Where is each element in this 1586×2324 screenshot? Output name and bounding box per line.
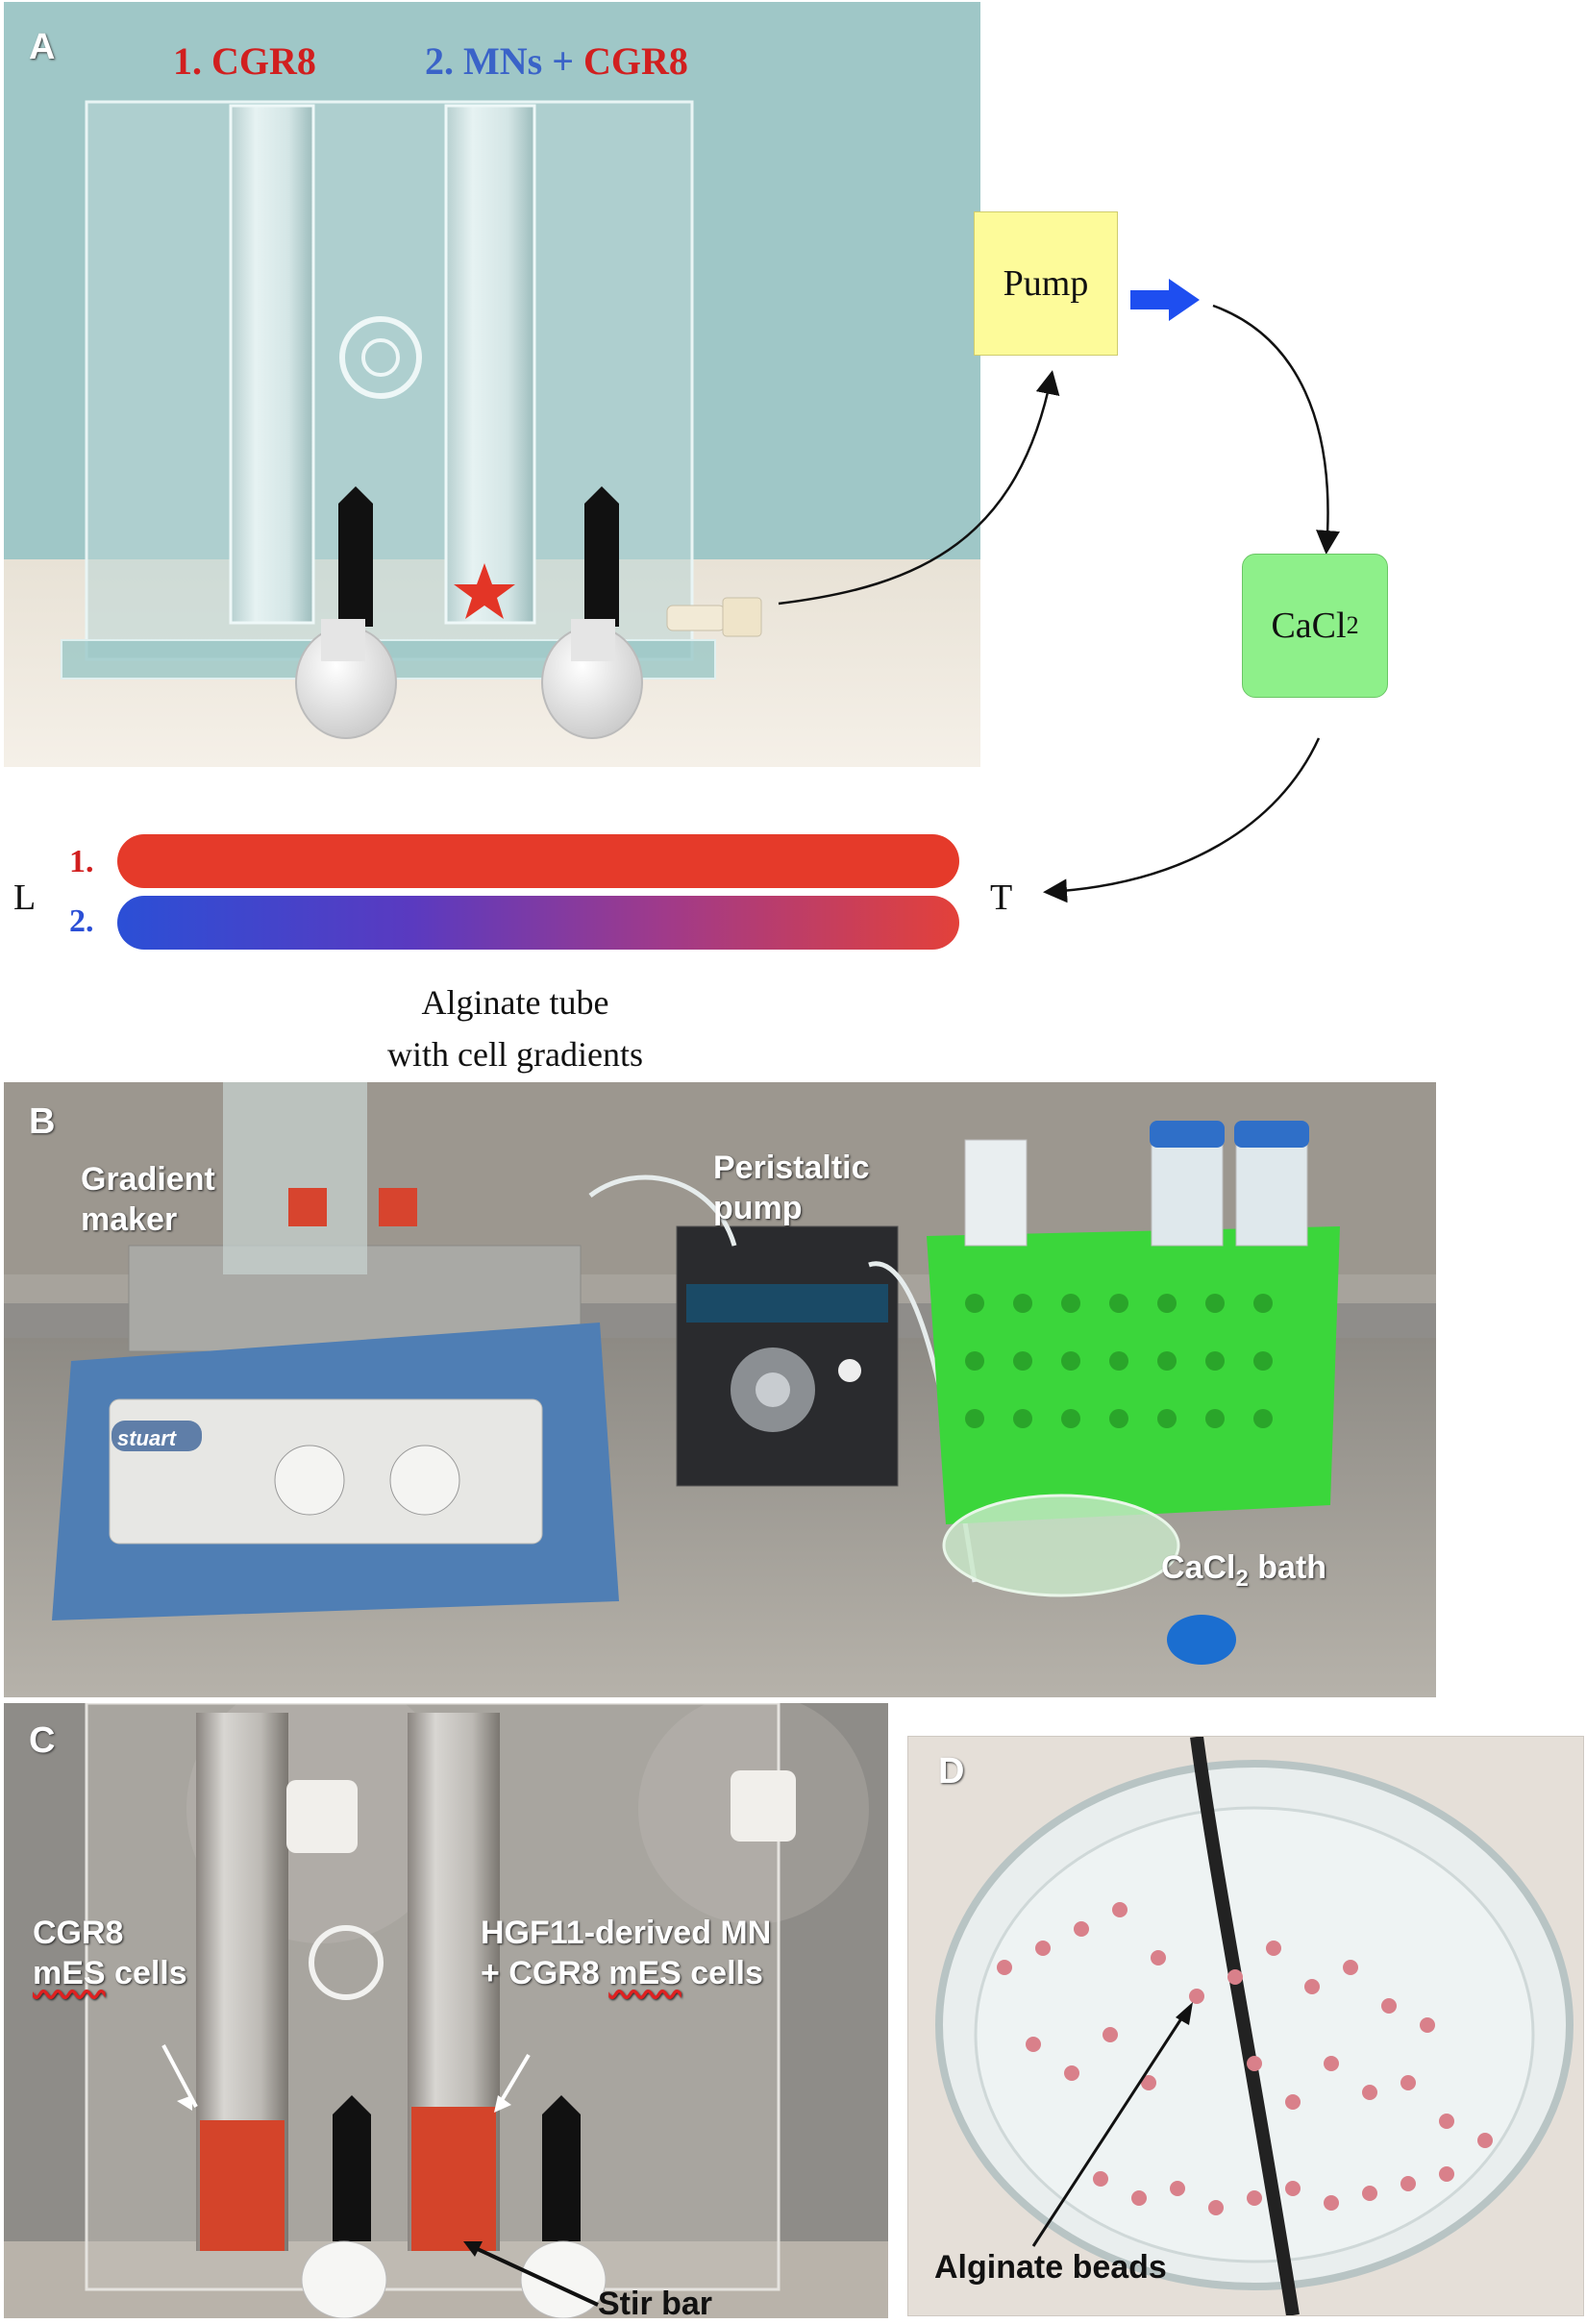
hgf11-line-1: HGF11-derived MN bbox=[481, 1915, 772, 1951]
hgf11-label: HGF11-derived MN + CGR8 mES cells bbox=[481, 1913, 771, 1993]
hgf11-line-2: + CGR8 mES cells bbox=[481, 1953, 771, 1993]
filled-gradient-maker-photo bbox=[4, 1703, 888, 2318]
panel-a-label: A bbox=[29, 27, 56, 67]
arrow-photo-to-pump bbox=[778, 370, 1060, 606]
cgr8-cells-word: cells bbox=[105, 1955, 187, 1991]
alginate-tube-1 bbox=[117, 834, 959, 888]
panel-d-label: D bbox=[938, 1751, 965, 1792]
blue-arrow-icon bbox=[1130, 279, 1200, 321]
tube-2-title-suffix: CGR8 bbox=[583, 39, 688, 83]
arrow-cacl2-to-tube bbox=[1043, 737, 1321, 903]
cacl2-text: CaCl bbox=[1271, 606, 1347, 646]
cgr8-line-2: mES cells bbox=[33, 1953, 187, 1993]
panel-b-photo bbox=[4, 1082, 1436, 1697]
peristaltic-pump-line-2: pump bbox=[713, 1190, 803, 1226]
cgr8-label: CGR8 mES cells bbox=[33, 1913, 187, 1993]
tube-1-title: 1. CGR8 bbox=[173, 39, 316, 83]
gradient-maker-line-1: Gradient bbox=[81, 1161, 215, 1198]
cacl2-bath-prefix: CaCl bbox=[1161, 1549, 1236, 1586]
peristaltic-pump-label: Peristaltic pump bbox=[713, 1148, 870, 1228]
tube-caption-line-2: with cell gradients bbox=[387, 1035, 643, 1074]
hgf11-prefix: + CGR8 bbox=[481, 1955, 609, 1991]
tube-2-title-prefix: 2. MNs + bbox=[425, 39, 583, 83]
tube-caption: Alginate tube with cell gradients bbox=[288, 977, 742, 1080]
panel-d-photo bbox=[907, 1736, 1584, 2316]
setup-photo bbox=[4, 1082, 1436, 1697]
star-marker bbox=[454, 563, 515, 619]
end-label-l: L bbox=[13, 878, 37, 918]
tube-2-title: 2. MNs + CGR8 bbox=[425, 38, 688, 84]
cacl2-subscript: 2 bbox=[1346, 611, 1359, 639]
hgf11-mes-word: mES bbox=[608, 1955, 681, 1991]
gradient-maker-label: Gradient maker bbox=[81, 1159, 215, 1240]
alginate-beads-photo bbox=[935, 1737, 1574, 2315]
hgf11-cells-word: cells bbox=[681, 1955, 763, 1991]
gradient-maker-photo bbox=[4, 100, 980, 767]
pump-box: Pump bbox=[974, 211, 1118, 356]
alginate-beads-label: Alginate beads bbox=[934, 2249, 1167, 2286]
arrow-pump-to-cacl2 bbox=[1212, 304, 1340, 555]
cgr8-line-1: CGR8 bbox=[33, 1915, 124, 1951]
gradient-maker-line-2: maker bbox=[81, 1201, 178, 1238]
cacl2-bath-label: CaCl2 bath bbox=[1161, 1547, 1326, 1599]
panel-c-label: C bbox=[29, 1720, 56, 1761]
cgr8-mes-word: mES bbox=[33, 1955, 106, 1991]
stir-bar-label: Stir bar bbox=[598, 2286, 713, 2322]
peristaltic-pump-line-1: Peristaltic bbox=[713, 1150, 870, 1186]
panel-a-photo bbox=[4, 2, 980, 767]
end-label-t: T bbox=[990, 878, 1013, 918]
alginate-tube-2 bbox=[117, 896, 959, 950]
flow-arrows bbox=[778, 279, 1340, 903]
stirrer-brand: stuart bbox=[117, 1426, 177, 1450]
panel-b-label: B bbox=[29, 1101, 56, 1142]
tube-caption-line-1: Alginate tube bbox=[421, 983, 609, 1022]
cacl2-bath-suffix: bath bbox=[1248, 1549, 1327, 1586]
panel-c-photo bbox=[4, 1703, 888, 2318]
row-2-number: 2. bbox=[69, 903, 94, 939]
cacl2-bath-sub: 2 bbox=[1235, 1565, 1249, 1592]
row-1-number: 1. bbox=[69, 844, 94, 879]
